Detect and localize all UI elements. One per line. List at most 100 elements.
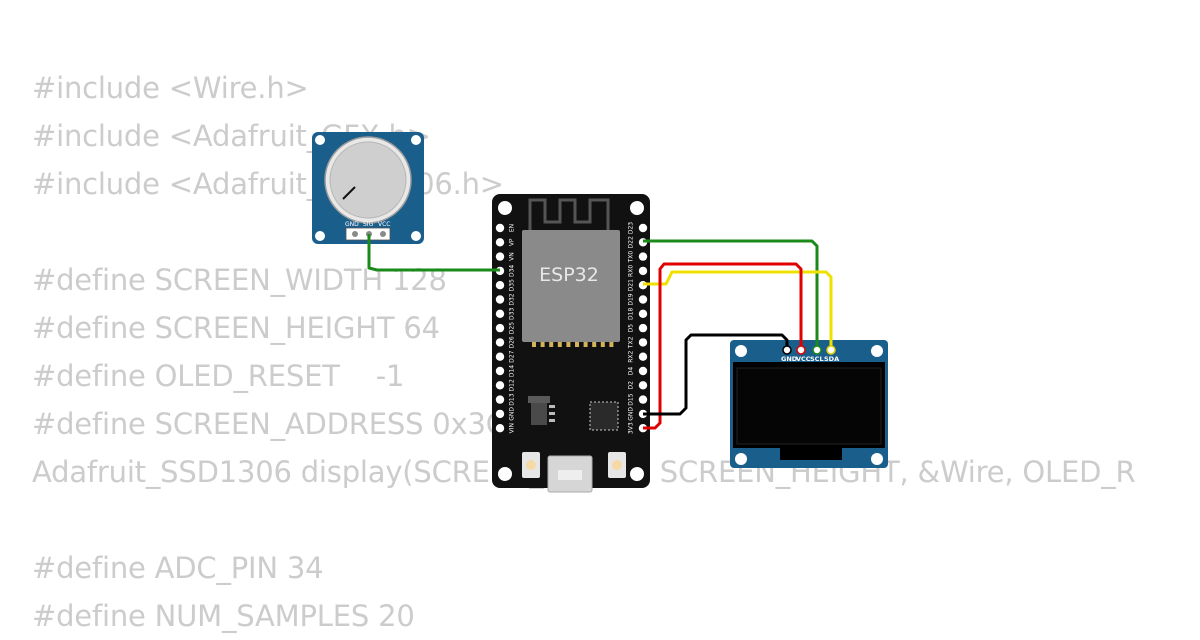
oled-pin-label: GND xyxy=(781,355,798,363)
wire-gnd[interactable] xyxy=(643,333,789,416)
oled-pin-sda[interactable] xyxy=(826,345,836,355)
esp32-pin-label: RX2 xyxy=(628,350,635,362)
oled-pin-vcc[interactable] xyxy=(796,345,806,355)
esp32-pin-label: D19 xyxy=(628,293,635,305)
esp32-pin-label: D15 xyxy=(628,393,635,405)
wire-pot-sig-to-d34[interactable] xyxy=(367,234,500,272)
esp32-pin-label: D26 xyxy=(509,336,516,348)
esp32-pin-tx2[interactable] xyxy=(638,338,648,347)
mount-hole xyxy=(871,453,883,465)
esp32-pin-rx2[interactable] xyxy=(638,352,648,361)
esp32-pin-vn[interactable] xyxy=(495,252,505,261)
potentiometer-module[interactable]: GND SIG VCC xyxy=(312,132,424,244)
esp32-pin-gnd[interactable] xyxy=(495,409,505,419)
oled-pin-label: VCC xyxy=(796,355,811,363)
esp32-pin-vin[interactable] xyxy=(495,424,505,433)
esp32-pin-d35[interactable] xyxy=(495,281,505,290)
voltage-regulator xyxy=(531,403,547,425)
esp32-pin-d2[interactable] xyxy=(638,381,648,390)
code-line: #define SCREEN_ADDRESS 0x3C xyxy=(32,407,506,441)
mount-hole xyxy=(315,231,325,241)
regulator-lead xyxy=(549,419,555,422)
esp32-pin-label: VP xyxy=(509,238,516,246)
knob-indicator xyxy=(342,186,356,200)
esp32-pin-d13[interactable] xyxy=(495,395,505,404)
esp32-pin-d32[interactable] xyxy=(495,295,505,304)
wire-scl[interactable] xyxy=(643,239,819,348)
esp32-pin-d18[interactable] xyxy=(638,309,648,318)
antenna-trace xyxy=(528,198,610,230)
esp32-pin-label: EN xyxy=(509,224,516,232)
esp32-pin-label: D22 xyxy=(628,236,635,248)
oled-header xyxy=(782,345,836,355)
esp32-pin-d27[interactable] xyxy=(495,352,505,361)
module-pad xyxy=(566,341,571,347)
wires xyxy=(367,234,833,430)
esp32-pin-d4[interactable] xyxy=(638,366,648,376)
mount-hole xyxy=(498,201,512,215)
esp32-pin-label: D12 xyxy=(509,379,516,391)
esp32-pin-label: D14 xyxy=(509,365,516,377)
module-castellations xyxy=(532,341,614,347)
oled-module[interactable]: GND VCC SCL SDA xyxy=(730,340,888,468)
esp32-pin-d26[interactable] xyxy=(495,338,505,347)
esp32-pin-label: D18 xyxy=(628,307,635,319)
voltage-regulator-tab xyxy=(528,396,550,403)
esp32-pin-d33[interactable] xyxy=(495,309,505,318)
boot-button-cap[interactable] xyxy=(612,460,622,470)
oled-pin-scl[interactable] xyxy=(812,345,822,355)
esp32-pin-label: D27 xyxy=(509,350,516,362)
mount-hole xyxy=(411,231,421,241)
en-button-cap[interactable] xyxy=(526,460,536,470)
esp32-pin-d12[interactable] xyxy=(495,381,505,390)
potentiometer-knob[interactable] xyxy=(329,141,407,219)
wire-vcc[interactable] xyxy=(643,262,803,430)
esp32-module-shield xyxy=(522,230,620,342)
module-pad xyxy=(540,341,545,347)
esp32-pin-label: RX0 xyxy=(628,265,635,277)
mount-hole xyxy=(411,135,421,145)
oled-screen xyxy=(736,367,882,445)
esp32-pin-label: D13 xyxy=(509,393,516,405)
esp32-pin-label: D32 xyxy=(509,293,516,305)
esp32-pin-d5[interactable] xyxy=(638,323,648,333)
esp32-pin-label: D2 xyxy=(628,381,635,390)
esp32-pin-label: VIN xyxy=(509,423,516,433)
oled-pin-gnd[interactable] xyxy=(782,345,792,355)
esp32-pin-label: D34 xyxy=(509,265,516,277)
esp32-pin-rx0[interactable] xyxy=(638,266,648,276)
oled-pin-label: SCL xyxy=(810,355,824,363)
module-pad xyxy=(557,341,562,347)
pot-pin[interactable] xyxy=(352,231,358,237)
code-line: #define ADC_PIN 34 xyxy=(32,551,324,585)
code-line: #define SCREEN_HEIGHT 64 xyxy=(32,311,440,345)
mount-hole xyxy=(630,201,644,215)
esp32-left-header: ENVPVND34D35D32D33D25D26D27D14D12D13GNDV… xyxy=(495,223,516,433)
pot-pin-label: VCC xyxy=(378,221,390,228)
esp32-pin-d19[interactable] xyxy=(638,295,648,304)
esp32-board[interactable]: ESP32 ENVPVND34D35D32D33D25D26D27D14D12D… xyxy=(492,194,650,493)
module-pad xyxy=(575,341,579,347)
esp32-pin-label: 3V3 xyxy=(628,422,635,434)
esp32-pin-d25[interactable] xyxy=(495,323,505,333)
esp32-pin-label: D4 xyxy=(628,367,635,376)
regulator-lead xyxy=(549,405,555,408)
esp32-pin-d14[interactable] xyxy=(495,366,505,376)
module-pad xyxy=(609,341,614,347)
mount-hole xyxy=(735,345,747,357)
module-pad xyxy=(600,341,605,347)
wire-sda[interactable] xyxy=(643,270,833,348)
esp32-pin-tx0[interactable] xyxy=(638,252,648,261)
esp32-pin-d15[interactable] xyxy=(638,395,648,404)
oled-ribbon xyxy=(780,448,842,460)
esp32-pin-label: TX2 xyxy=(628,336,635,349)
pot-pin[interactable] xyxy=(380,231,386,237)
pot-pin-label: SIG xyxy=(363,221,374,228)
esp32-pin-vp[interactable] xyxy=(495,238,505,247)
esp32-pin-d23[interactable] xyxy=(638,223,648,233)
mount-hole xyxy=(630,467,644,481)
module-pad xyxy=(592,341,597,347)
esp32-pin-en[interactable] xyxy=(495,223,505,233)
esp32-pin-label: GND xyxy=(509,407,516,421)
